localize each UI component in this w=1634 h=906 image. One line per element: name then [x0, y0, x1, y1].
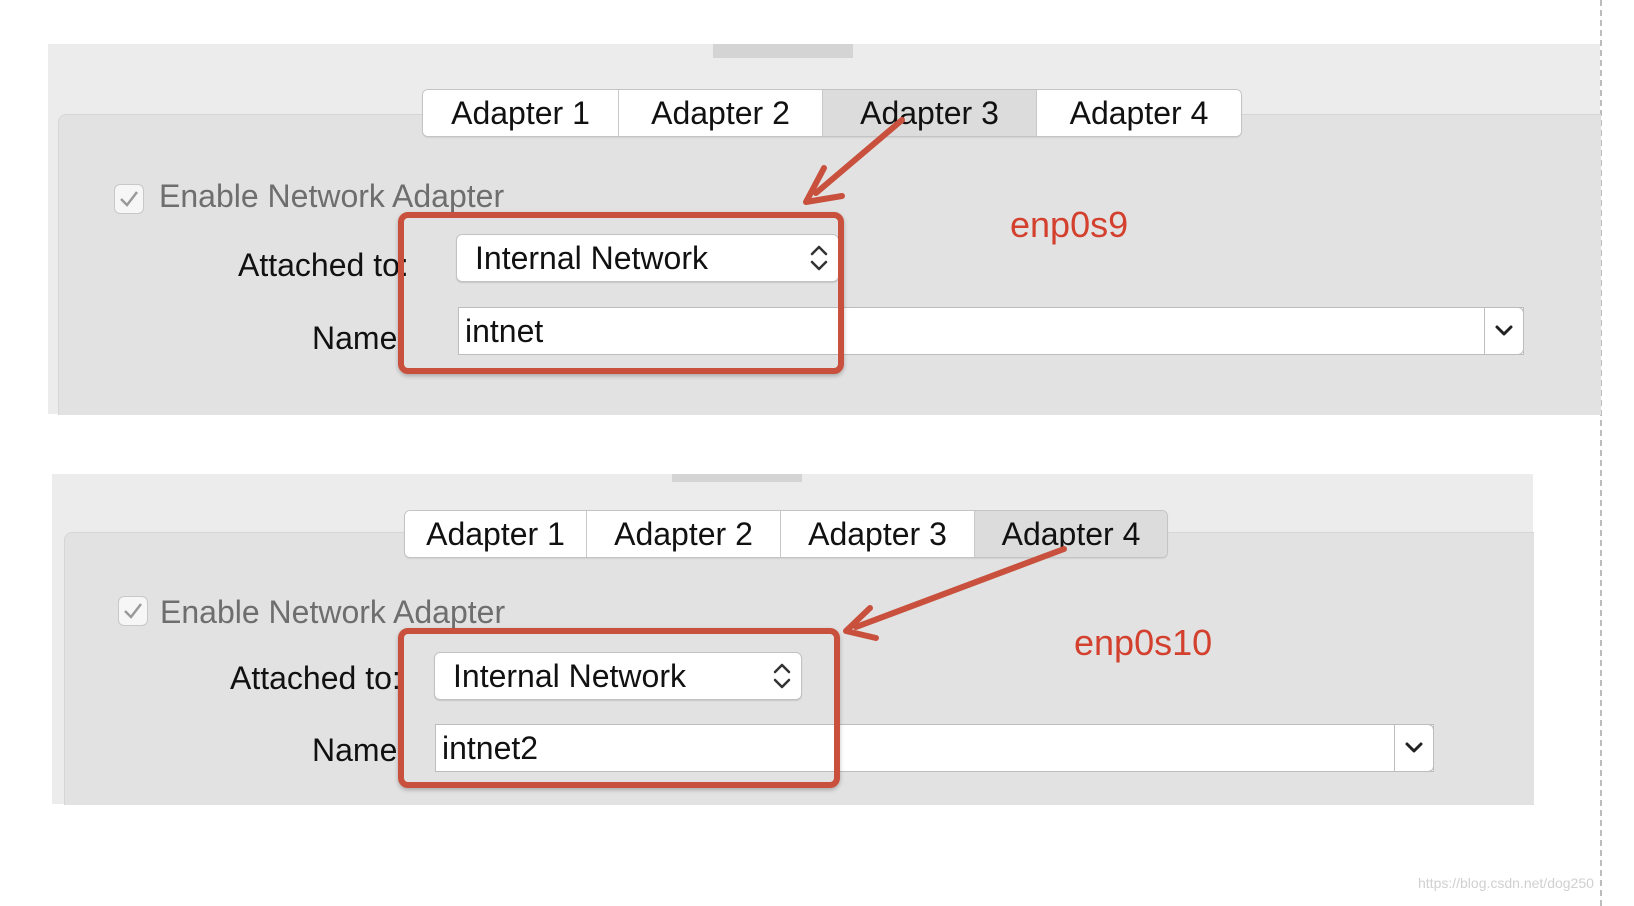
- highlight-box-screen-1: [398, 212, 844, 374]
- enable-adapter-checkbox[interactable]: [118, 596, 148, 626]
- tab-adapter-2[interactable]: Adapter 2: [619, 90, 823, 136]
- highlight-box-screen-2: [398, 628, 840, 788]
- up-down-arrows-icon: [810, 245, 828, 271]
- up-down-arrows-icon: [773, 663, 791, 689]
- adapter-tab-bar: Adapter 1 Adapter 2 Adapter 3 Adapter 4: [404, 510, 1168, 558]
- name-dropdown-button[interactable]: [1394, 724, 1434, 772]
- checkmark-icon: [120, 191, 138, 207]
- name-label: Name:: [312, 732, 407, 768]
- tab-adapter-4[interactable]: Adapter 4: [1037, 90, 1241, 136]
- interface-name-annotation-2: enp0s10: [1074, 622, 1213, 663]
- enable-adapter-label: Enable Network Adapter: [159, 178, 505, 214]
- network-name-combo[interactable]: intnet2: [435, 724, 1434, 772]
- window-drag-strip: [672, 474, 802, 482]
- enable-adapter-checkbox[interactable]: [114, 184, 144, 214]
- name-dropdown-button[interactable]: [1484, 307, 1524, 355]
- network-settings-panel-2: Adapter 1 Adapter 2 Adapter 3 Adapter 4 …: [52, 474, 1534, 805]
- adapter-tab-bar: Adapter 1 Adapter 2 Adapter 3 Adapter 4: [422, 89, 1242, 137]
- checkmark-icon: [124, 603, 142, 619]
- enable-adapter-label: Enable Network Adapter: [160, 594, 506, 630]
- tab-adapter-1[interactable]: Adapter 1: [405, 511, 587, 557]
- attached-to-value: Internal Network: [475, 239, 708, 276]
- interface-name-annotation-1: enp0s9: [1010, 204, 1129, 245]
- tab-adapter-4[interactable]: Adapter 4: [975, 511, 1167, 557]
- attached-to-popup[interactable]: Internal Network: [434, 652, 802, 700]
- attached-to-label: Attached to:: [238, 247, 409, 283]
- attached-to-popup[interactable]: Internal Network: [456, 234, 839, 282]
- watermark-url: https://blog.csdn.net/dog250: [1418, 875, 1594, 891]
- name-label: Name:: [312, 320, 407, 356]
- tab-adapter-1[interactable]: Adapter 1: [423, 90, 619, 136]
- page-divider-dashed: [1600, 0, 1602, 906]
- chevron-down-icon: [1405, 742, 1423, 753]
- attached-to-label: Attached to:: [230, 660, 401, 696]
- network-name-combo[interactable]: intnet: [458, 307, 1524, 355]
- tab-adapter-3[interactable]: Adapter 3: [823, 90, 1037, 136]
- arrow-to-screen-2-box: [843, 546, 1067, 641]
- network-name-value: intnet: [465, 313, 544, 349]
- chevron-down-icon: [1495, 325, 1513, 336]
- window-drag-strip: [713, 44, 853, 58]
- network-name-value: intnet2: [442, 730, 539, 766]
- network-settings-panel-1: Adapter 1 Adapter 2 Adapter 3 Adapter 4 …: [48, 44, 1601, 415]
- arrow-to-screen-1-box: [803, 117, 905, 205]
- tab-adapter-2[interactable]: Adapter 2: [587, 511, 781, 557]
- attached-to-value: Internal Network: [453, 657, 686, 694]
- tab-adapter-3[interactable]: Adapter 3: [781, 511, 975, 557]
